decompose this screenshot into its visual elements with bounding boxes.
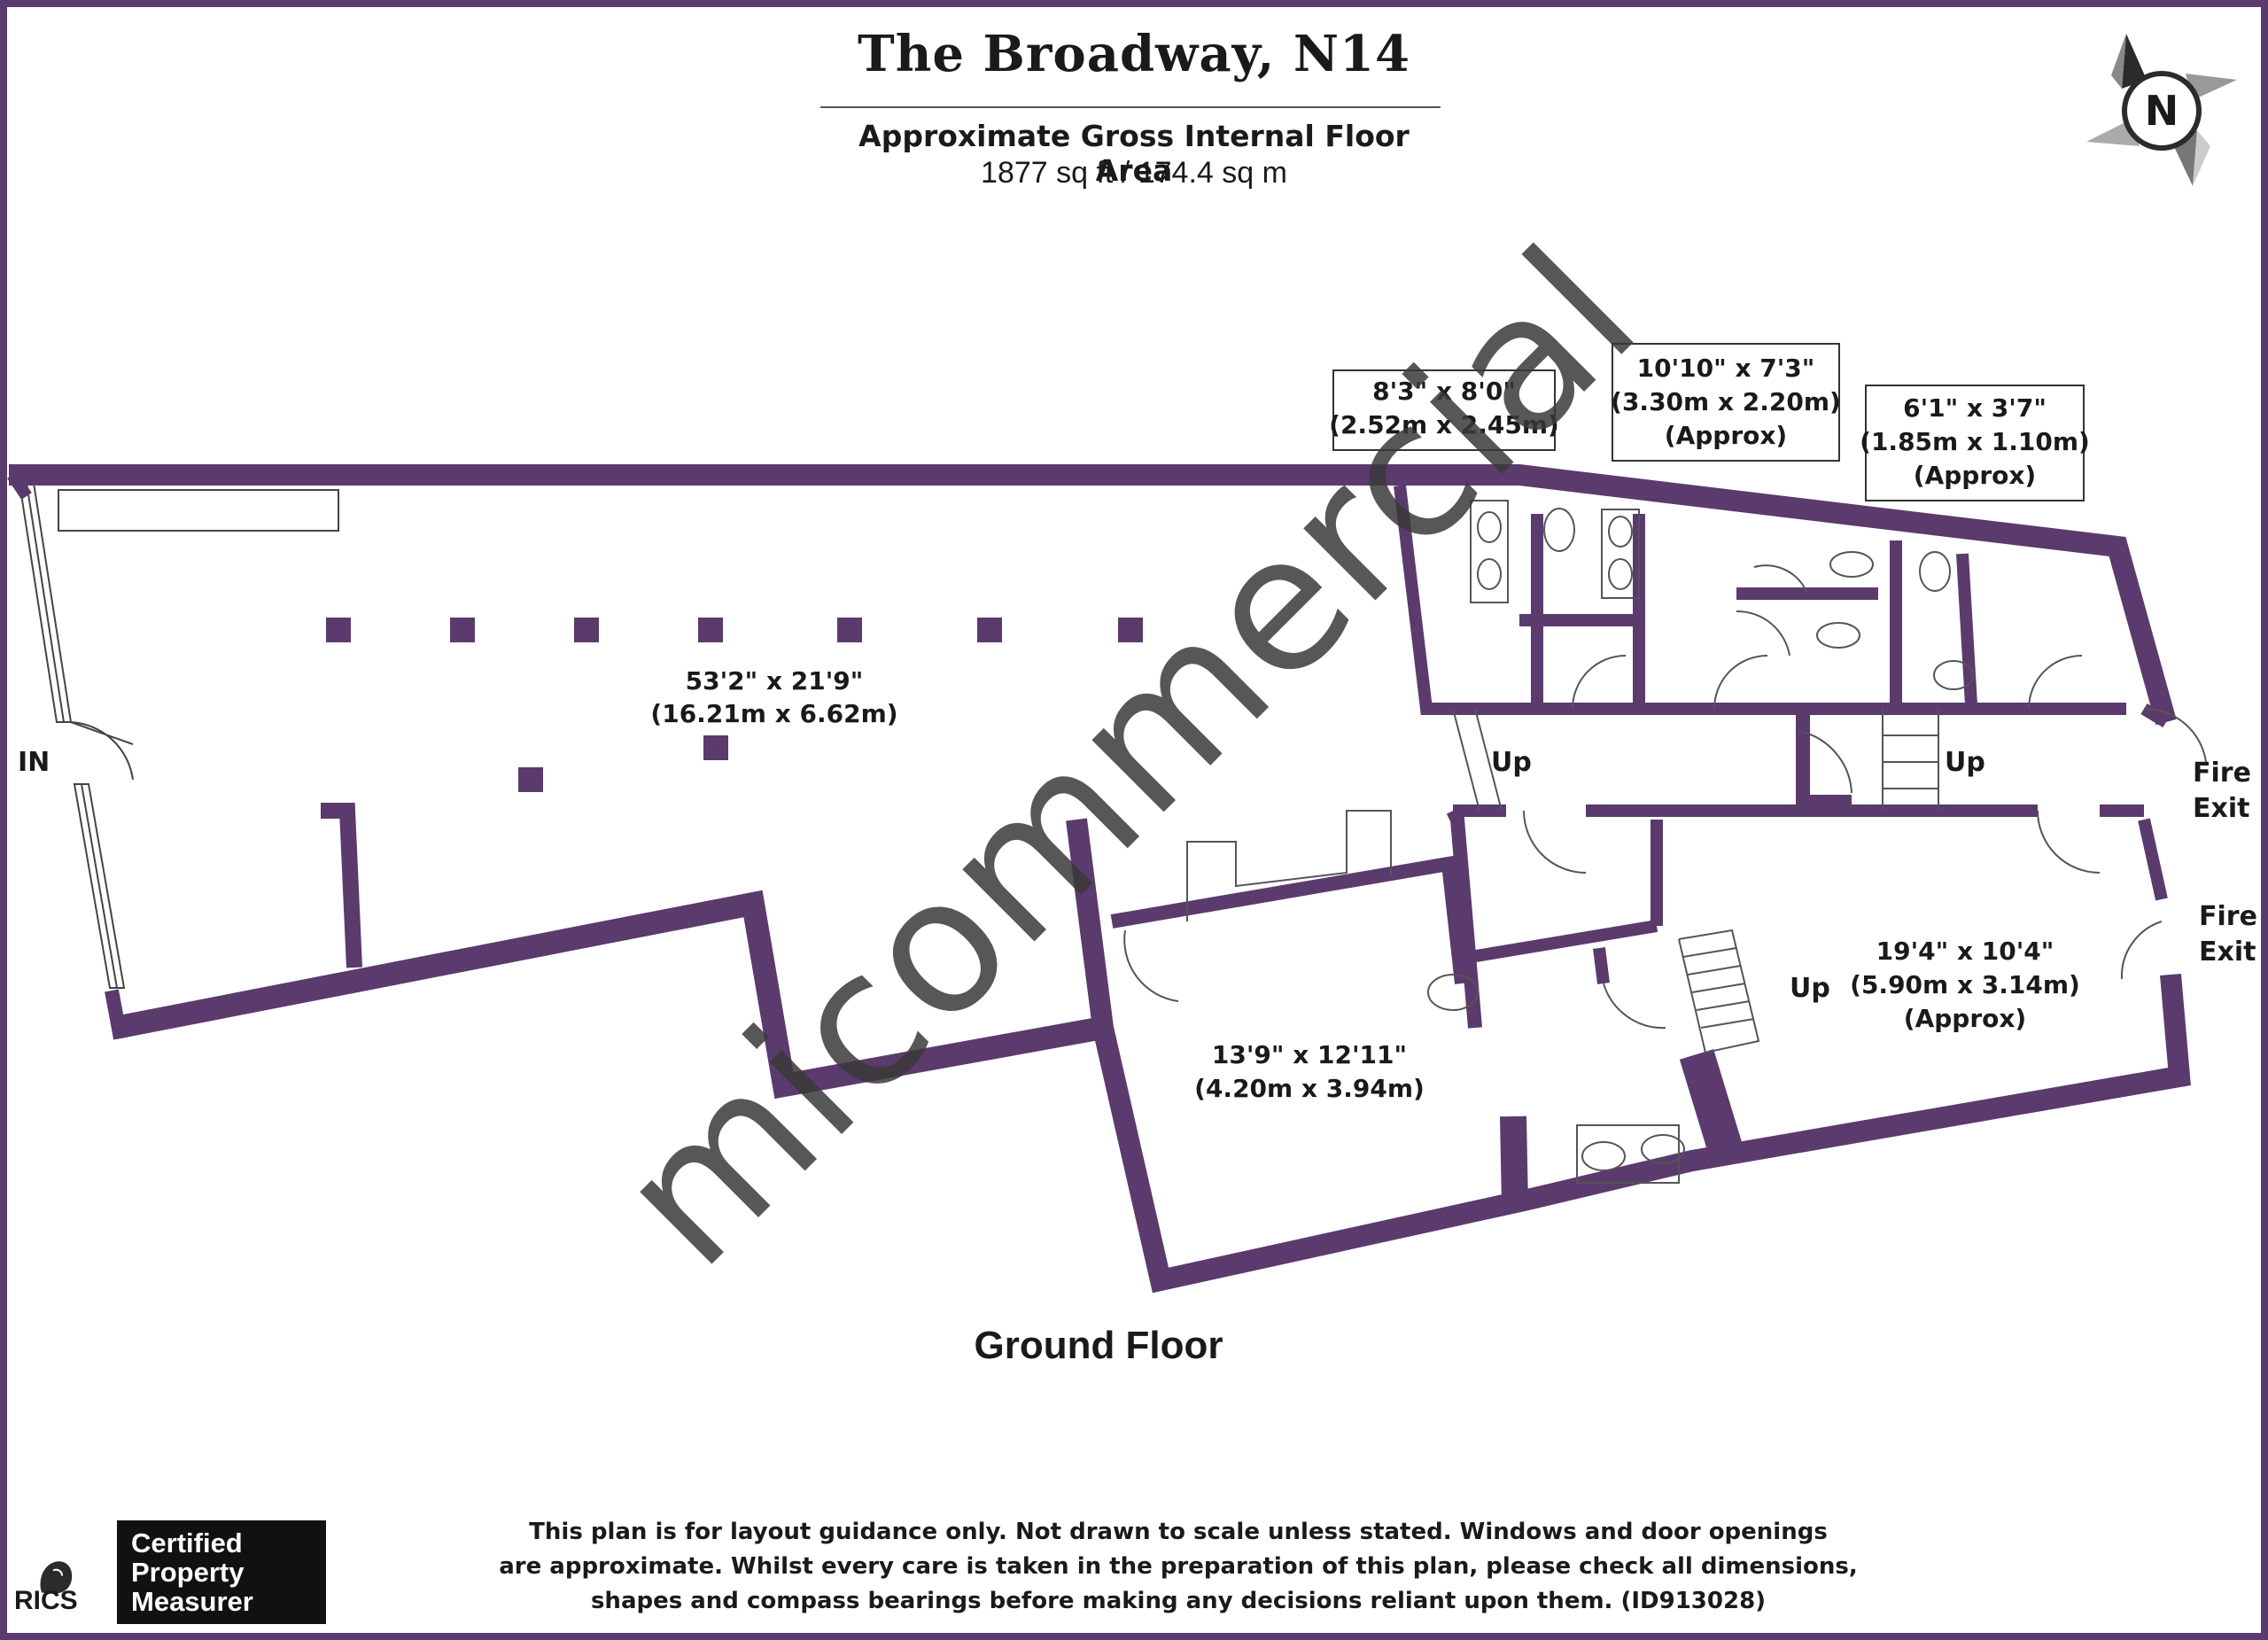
up-label-3: Up — [1790, 973, 1830, 1004]
room-main-sales-area: 53'2" x 21'9" (16.21m x 6.62m) — [650, 666, 897, 728]
counter — [58, 489, 339, 532]
room-wc1-dims-imperial: 8'3" x 8'0" — [1372, 377, 1516, 406]
sanitary-fixtures — [1427, 500, 1974, 1184]
chimney-breast — [1186, 810, 1392, 921]
badge-line-3: Measurer — [131, 1586, 253, 1617]
room-office-dims-metric: (4.20m x 3.94m) — [1194, 1074, 1425, 1103]
floor-area-value: 1877 sq ft / 174.4 sq m — [981, 156, 1287, 190]
title-divider — [820, 106, 1441, 108]
room-wc-1: 8'3" x 8'0" (2.52m x 2.45m) — [1329, 369, 1559, 451]
entrance-label: IN — [18, 747, 50, 778]
badge-line-1: Certified — [131, 1527, 243, 1558]
room-wc2-approx: (Approx) — [1665, 421, 1787, 450]
floor-area-heading: Approximate Gross Internal Floor Area — [858, 119, 1410, 188]
room-wc-2: 10'10" x 7'3" (3.30m x 2.20m) (Approx) — [1611, 343, 1841, 462]
up-label-2: Up — [1945, 747, 1985, 778]
room-wc3-dims-imperial: 6'1" x 3'7" — [1903, 393, 2047, 423]
badge-line-2: Property — [131, 1557, 245, 1588]
room-rear-dims-metric: (5.90m x 3.14m) — [1850, 970, 2080, 999]
room-main-dims-metric: (16.21m x 6.62m) — [650, 699, 897, 728]
staircase-main — [1678, 929, 1760, 1054]
staircase-corridor — [1882, 709, 1939, 811]
rics-logo-text: RICS — [14, 1586, 78, 1615]
room-wc3-dims-metric: (1.85m x 1.10m) — [1860, 427, 2090, 456]
compass-letter: N — [2145, 87, 2179, 135]
room-rear-approx: (Approx) — [1904, 1004, 2026, 1033]
window-west-upper — [18, 482, 73, 723]
fire-exit-1-line-2: Exit — [2193, 793, 2249, 824]
disclaimer-line-3: shapes and compass bearings before makin… — [590, 1588, 1767, 1614]
fire-exit-2-line-1: Fire — [2199, 901, 2257, 932]
door-swings — [1123, 564, 2207, 1030]
up-label-1: Up — [1491, 747, 1532, 778]
walls — [7, 464, 2191, 1294]
page-title: The Broadway, N14 — [858, 25, 1410, 83]
room-wc3-approx: (Approx) — [1914, 461, 2036, 490]
room-wc-3: 6'1" x 3'7" (1.85m x 1.10m) (Approx) — [1860, 385, 2090, 501]
rics-lion-icon — [40, 1561, 73, 1594]
window-west-lower — [73, 783, 126, 989]
entrance-door — [70, 721, 134, 781]
disclaimer: This plan is for layout guidance only. N… — [496, 1515, 1860, 1619]
compass-icon: N — [2086, 34, 2237, 186]
fire-exit-1-line-1: Fire — [2193, 758, 2251, 789]
room-office-dims-imperial: 13'9" x 12'11" — [1212, 1040, 1407, 1069]
room-rear-dims-imperial: 19'4" x 10'4" — [1876, 937, 2054, 966]
floor-name: Ground Floor — [974, 1324, 1223, 1367]
room-wc2-dims-metric: (3.30m x 2.20m) — [1611, 387, 1841, 416]
room-wc1-dims-metric: (2.52m x 2.45m) — [1329, 410, 1559, 439]
disclaimer-line-1: This plan is for layout guidance only. N… — [529, 1519, 1828, 1545]
disclaimer-line-2: are approximate. Whilst every care is ta… — [499, 1553, 1858, 1580]
fire-exit-2-line-2: Exit — [2199, 937, 2256, 968]
room-wc2-dims-imperial: 10'10" x 7'3" — [1637, 354, 1815, 383]
staircase-side — [1452, 708, 1503, 812]
certified-property-measurer-badge: Certified Property Measurer — [117, 1520, 326, 1624]
columns — [326, 618, 1143, 792]
room-rear-store: 19'4" x 10'4" (5.90m x 3.14m) (Approx) — [1850, 937, 2080, 1033]
room-main-dims-imperial: 53'2" x 21'9" — [686, 666, 864, 696]
room-office: 13'9" x 12'11" (4.20m x 3.94m) — [1194, 1040, 1425, 1103]
